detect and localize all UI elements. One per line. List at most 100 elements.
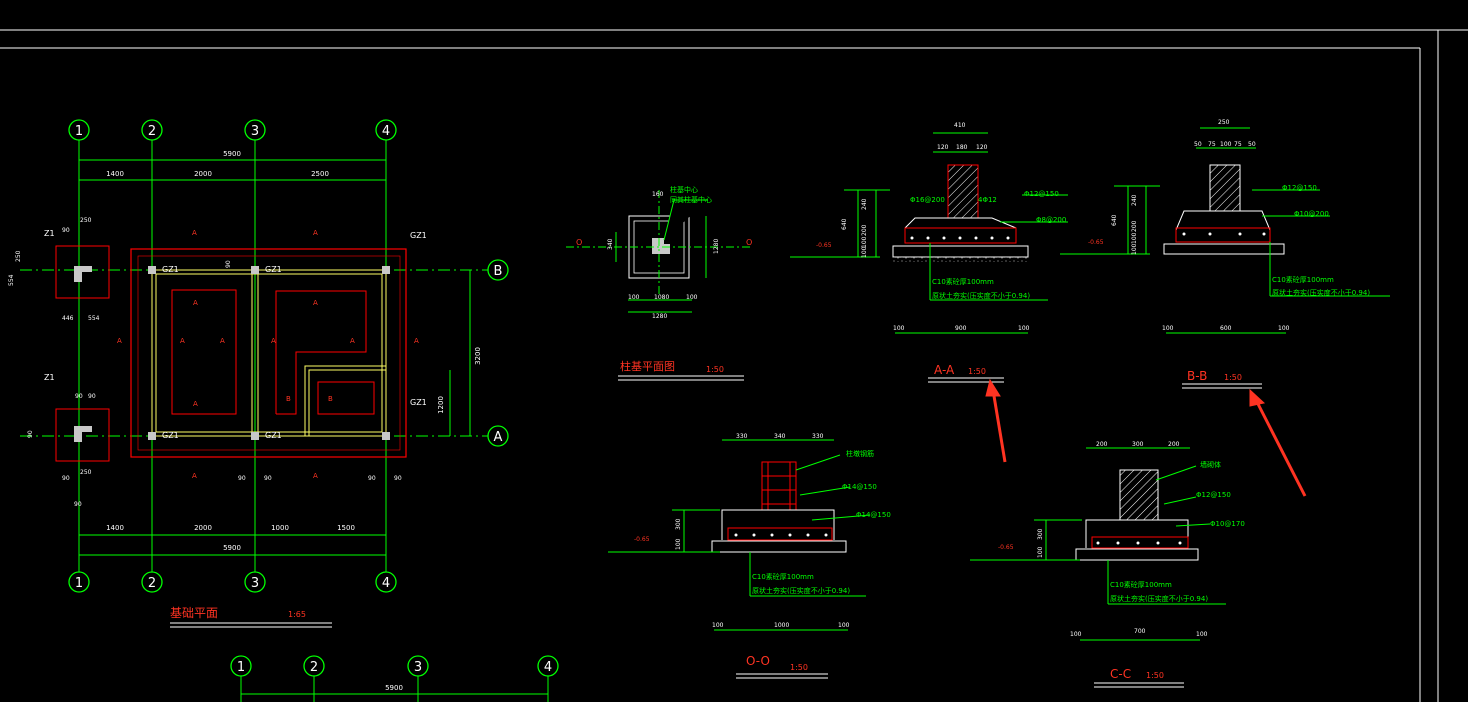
plan-dim-top-2: 2000	[194, 170, 212, 178]
axis-label-4-top: 4	[382, 124, 390, 139]
small-dim-90-7: 90	[27, 430, 34, 438]
bb-note-2: 原状土夯实(压实度不小于0.94)	[1272, 288, 1370, 297]
small-dim-446: 446	[62, 315, 74, 322]
axis-label-2-top: 2	[148, 124, 156, 139]
cc-elevation: -0.65	[998, 544, 1014, 551]
plan-dim-total-bottom: 5900	[223, 544, 241, 552]
plan-dim-top-3: 2500	[311, 170, 329, 178]
section-mark-a-7: A	[350, 337, 355, 345]
aa-elevation: -0.65	[816, 242, 832, 249]
bb-dim-left-640: 640	[1111, 214, 1118, 226]
bb-dim-left-240: 240	[1131, 194, 1138, 206]
small-dim-90-bottom: 90	[62, 475, 70, 482]
section-mark-a-10: A	[313, 299, 318, 307]
section-o-o: 330 340 330 300 100 100 1000 100 柱墩钢筋 Φ1…	[608, 433, 891, 679]
plan-dim-right-total: 3200	[474, 347, 482, 365]
aa-dim-top-120a: 120	[937, 144, 949, 151]
aa-rebar-2: 4Φ12	[978, 196, 997, 204]
section-c-c: 200 300 200 300 100 100 700 100 墙砌体 Φ12@…	[970, 441, 1245, 688]
aa-dim-left-100b: 100	[861, 246, 868, 258]
bb-rebar-1: Φ12@150	[1282, 184, 1317, 192]
section-mark-b-2: B	[328, 395, 333, 403]
section-mark-a-6: A	[271, 337, 276, 345]
cc-dim-top-300: 300	[1132, 441, 1144, 448]
gz-label-6: GZ1	[410, 398, 427, 407]
bb-dim-left-100b: 100	[1131, 243, 1138, 255]
bb-dim-bottom-100a: 100	[1162, 325, 1174, 332]
gz-label-4: GZ1	[162, 431, 179, 440]
oo-dim-bottom-100a: 100	[712, 622, 724, 629]
cc-dim-bottom-100a: 100	[1070, 631, 1082, 638]
bottom-axis-3: 3	[414, 660, 422, 675]
plan-dim-bottom-4: 1500	[337, 524, 355, 532]
z1-label-bottom: Z1	[44, 373, 55, 382]
plan-dim-bottom-1: 1400	[106, 524, 124, 532]
bb-scale: 1:50	[1224, 373, 1242, 382]
bb-dim-bottom-600: 600	[1220, 325, 1232, 332]
bb-dim-left-100a: 100	[1131, 232, 1138, 244]
column-plan-mark-left: O	[576, 238, 582, 247]
small-dim-90-5: 90	[394, 475, 402, 482]
axis-label-1-bottom: 1	[75, 576, 83, 591]
aa-note-1: C10素砼厚100mm	[932, 277, 994, 286]
bb-dim-top-250: 250	[1218, 119, 1230, 126]
cc-note-2: 原状土夯实(压实度不小于0.94)	[1110, 594, 1208, 603]
aa-dim-left-200: 200	[861, 224, 868, 236]
plan-scale: 1:65	[288, 610, 306, 619]
section-mark-a-12: A	[192, 472, 197, 480]
axis-label-b: B	[494, 264, 503, 279]
plan-dim-right-sub: 1200	[437, 396, 445, 414]
bottom-axis-row: 1 2 3 4 5900	[230, 655, 559, 702]
aa-dim-left-100a: 100	[861, 236, 868, 248]
bb-dim-top-50b: 50	[1248, 141, 1256, 148]
small-dim-90-z: 90	[75, 393, 83, 400]
small-dim-554: 554	[88, 315, 100, 322]
oo-title: O-O	[746, 654, 770, 668]
bb-note-1: C10素砼厚100mm	[1272, 275, 1334, 284]
section-mark-b-1: B	[286, 395, 291, 403]
oo-elevation: -0.65	[634, 536, 650, 543]
z1-label-top: Z1	[44, 229, 55, 238]
small-dim-90-6: 90	[74, 501, 82, 508]
column-plan-dim-1280: 1280	[652, 313, 667, 320]
plan-columns	[148, 266, 390, 440]
oo-rebar-2: Φ14@150	[842, 483, 877, 491]
small-dim-90-2: 90	[238, 475, 246, 482]
annotation-arrows	[985, 378, 1307, 497]
cc-scale: 1:50	[1146, 671, 1164, 680]
section-mark-a-4: A	[180, 337, 185, 345]
oo-note-1: C10素砼厚100mm	[752, 572, 814, 581]
axis-label-2-bottom: 2	[148, 576, 156, 591]
section-mark-a-3: A	[117, 337, 122, 345]
aa-dim-top-180: 180	[956, 144, 968, 151]
section-mark-a-11: A	[193, 400, 198, 408]
small-dim-90-4: 90	[368, 475, 376, 482]
column-plan-dim-160: 160	[652, 191, 664, 198]
gz-label-1: GZ1	[162, 265, 179, 274]
section-mark-a-13: A	[313, 472, 318, 480]
plan-dim-top-1: 1400	[106, 170, 124, 178]
oo-dim-left-100: 100	[675, 538, 682, 550]
bottom-axis-1: 1	[237, 660, 245, 675]
cc-dim-bottom-100b: 100	[1196, 631, 1208, 638]
small-dim-554-left: 554	[8, 274, 15, 286]
column-plan-dim-1280-side: 1280	[713, 239, 720, 254]
small-dim-90-top: 90	[62, 227, 70, 234]
plan-title-underline	[170, 622, 332, 628]
aa-dim-left-640: 640	[841, 218, 848, 230]
aa-scale: 1:50	[968, 367, 986, 376]
column-plan-dim-100-right: 100	[686, 294, 698, 301]
bb-dim-top-75a: 75	[1208, 141, 1216, 148]
section-mark-a-2: A	[313, 229, 318, 237]
oo-note-2: 原状土夯实(压实度不小于0.94)	[752, 586, 850, 595]
plan-dim-bottom-2: 2000	[194, 524, 212, 532]
pile-caps	[55, 245, 110, 462]
plan-axis-bubbles-top	[68, 119, 509, 593]
cc-dim-left-300: 300	[1037, 528, 1044, 540]
axis-label-3-bottom: 3	[251, 576, 259, 591]
gz-label-5: GZ1	[265, 431, 282, 440]
section-b-b: 250 50 75 100 75 50 640 240 200 100 100 …	[1060, 119, 1390, 389]
oo-dim-top-330a: 330	[736, 433, 748, 440]
aa-dim-bottom-100b: 100	[1018, 325, 1030, 332]
